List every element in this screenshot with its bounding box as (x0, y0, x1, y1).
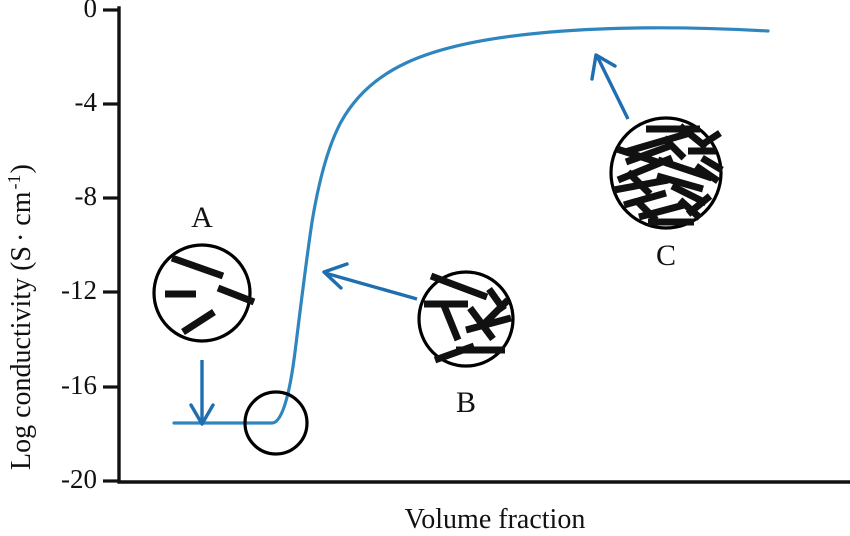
inset-circle-a: A (152, 201, 256, 343)
percolation-onset-marker (243, 390, 309, 456)
inset-b-label: B (456, 386, 476, 419)
y-tick-label-m16: -16 (61, 370, 97, 400)
inset-a-label: A (191, 201, 213, 234)
y-tick-label-m8: -8 (75, 181, 98, 211)
inset-b-rods (424, 272, 512, 364)
y-tick-label-0: 0 (84, 0, 98, 23)
x-axis-title: Volume fraction (405, 504, 586, 535)
y-tick-label-m20: -20 (61, 464, 97, 494)
y-axis-title-close: ) (6, 164, 37, 173)
inset-c-label: C (656, 239, 676, 272)
inset-c-rods (613, 123, 724, 226)
y-axis-title-main: Log conductivity (S (6, 246, 37, 470)
y-axis-title: Log conductivity (S · cm -1) (4, 164, 37, 470)
inset-a-rods (165, 254, 256, 335)
inset-circle-c: C (609, 116, 724, 272)
y-axis-title-mid: · cm (6, 191, 37, 242)
y-tick-label-m4: -4 (75, 87, 98, 117)
y-axis-tick-labels: 0 -4 -8 -12 -16 -20 (61, 0, 97, 494)
y-tick-label-m12: -12 (61, 275, 97, 305)
y-axis-title-sup: -1 (4, 174, 24, 189)
conductivity-curve-group (172, 26, 770, 425)
annotation-arrow-a (189, 360, 215, 426)
axis-lines (117, 6, 850, 484)
axes-group: 0 -4 -8 -12 -16 -20 Log conductivity (S ·… (4, 0, 850, 535)
inset-circle-b: B (417, 270, 515, 419)
svg-text:Log conductivity (S· cm-1): Log conductivity (S · cm -1) (4, 164, 37, 470)
annotation-arrow-c (590, 53, 630, 120)
annotation-arrow-b (322, 262, 418, 301)
y-axis-ticks (103, 8, 119, 483)
conductivity-curve (172, 26, 770, 425)
